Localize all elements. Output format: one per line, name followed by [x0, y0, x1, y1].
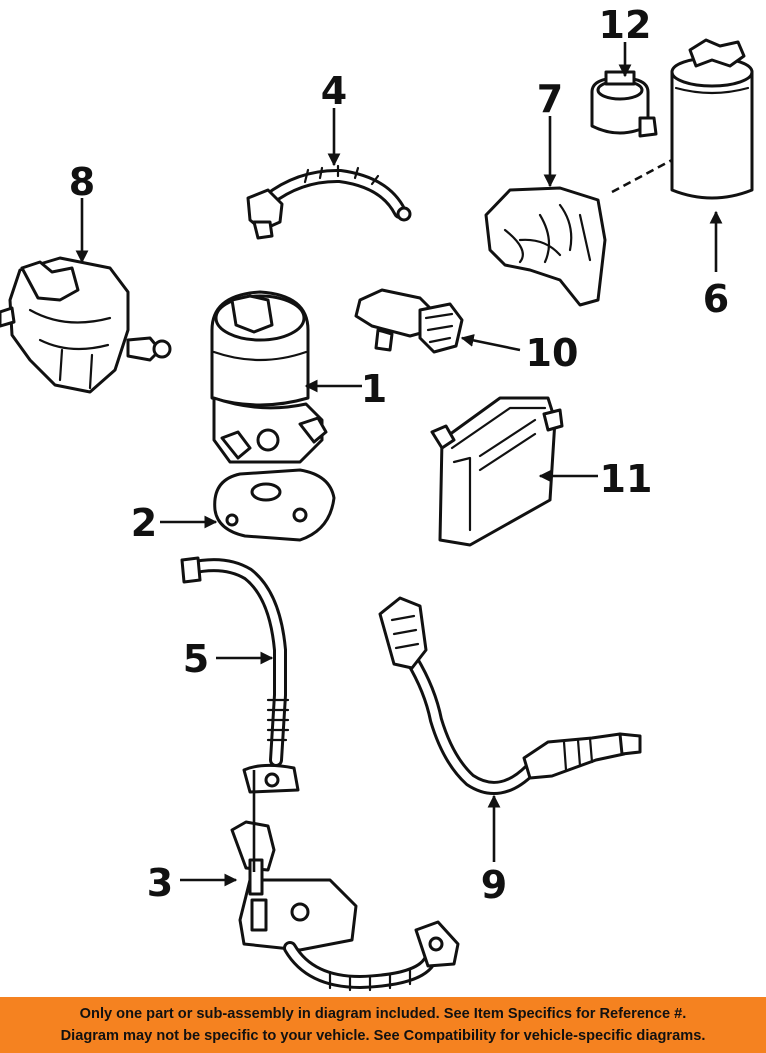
- disclaimer-line-2: Diagram may not be specific to your vehi…: [60, 1028, 706, 1044]
- callout-4: 4: [321, 69, 347, 113]
- callout-11: 11: [600, 457, 653, 501]
- part-5-egr-tube: [180, 556, 300, 794]
- part-2-gasket: [213, 468, 336, 542]
- callout-12: 12: [599, 3, 652, 47]
- leader-lines: [75, 42, 723, 887]
- part-3-valve-assembly: [230, 820, 460, 992]
- disclaimer-line-1: Only one part or sub-assembly in diagram…: [79, 1006, 687, 1022]
- callout-3: 3: [147, 861, 173, 905]
- leader-10: [460, 334, 521, 352]
- callout-2: 2: [131, 501, 157, 545]
- callout-10: 10: [526, 331, 579, 375]
- callout-6: 6: [703, 277, 729, 321]
- part-12-sensor: [590, 70, 658, 138]
- part-7-bracket: [484, 186, 607, 307]
- part-4-wiring-harness: [246, 164, 412, 240]
- disclaimer-banner: Only one part or sub-assembly in diagram…: [0, 997, 766, 1053]
- callout-1: 1: [361, 367, 387, 411]
- part-1-egr-valve: [210, 290, 328, 464]
- callout-5: 5: [183, 637, 209, 681]
- part-9-oxygen-sensor: [378, 596, 642, 795]
- callout-8: 8: [69, 160, 95, 204]
- part-8-valve: [0, 256, 172, 394]
- callout-7: 7: [537, 77, 563, 121]
- callout-numbers: 8 4 1 2 10 7 12 6 11 5 3 9: [69, 3, 729, 907]
- part-11-module: [430, 396, 564, 547]
- part-6-canister: [611, 38, 754, 200]
- callout-9: 9: [481, 863, 507, 907]
- exploded-parts-diagram: 8 4 1 2 10 7 12 6 11 5 3 9: [0, 3, 754, 992]
- part-10-sensor: [354, 288, 464, 354]
